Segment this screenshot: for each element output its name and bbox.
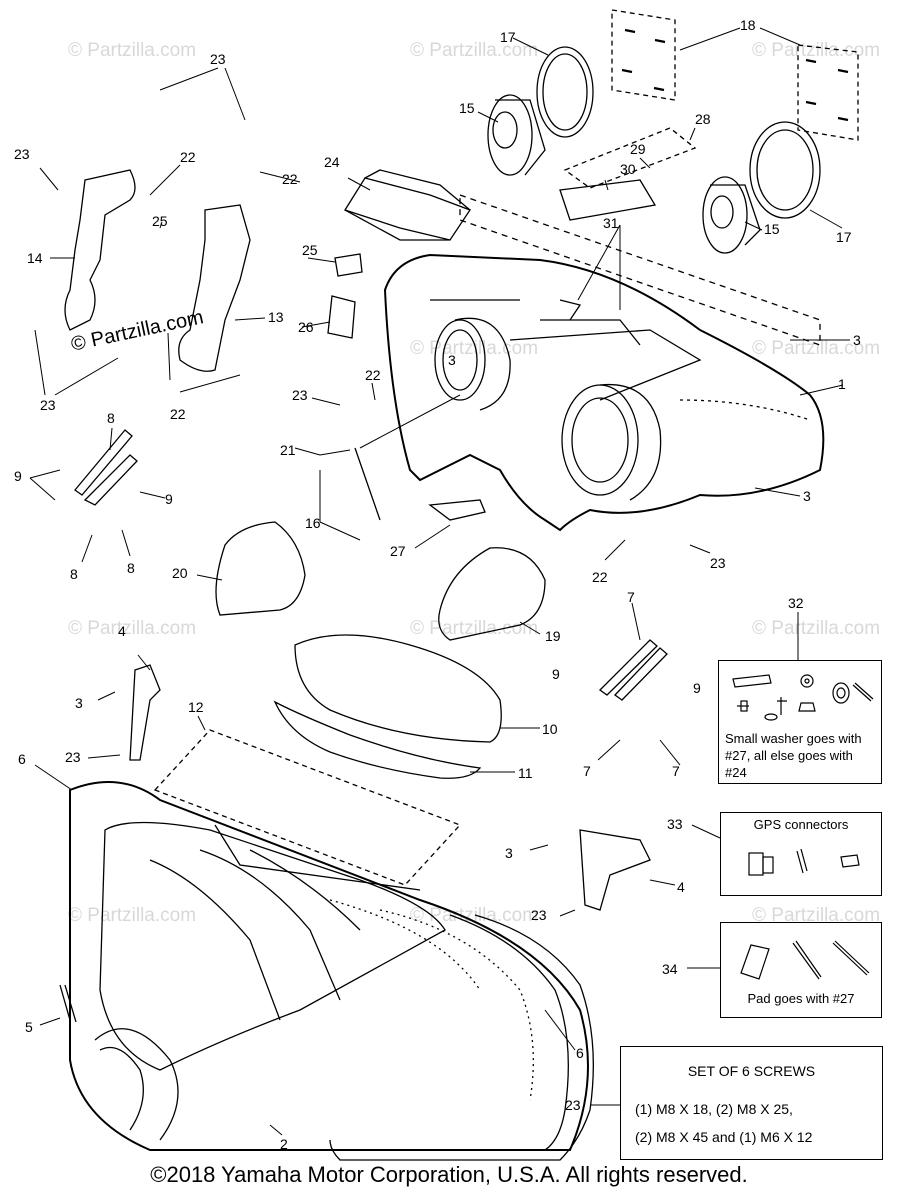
callout: 16 [305,515,321,531]
watermark: © Partzilla.com [410,338,539,359]
callout: 23 [210,51,226,67]
callout: 22 [282,171,298,187]
kit-box-32: Small washer goes with #27, all else goe… [718,660,882,784]
callout: 33 [667,816,683,832]
screw-set-title: SET OF 6 SCREWS [687,1063,816,1079]
callout: 15 [459,100,475,116]
callout: 15 [764,221,780,237]
kit-box-33: GPS connectors [720,812,882,896]
callout: 27 [390,543,406,559]
speaker-left [487,94,546,176]
callout: 9 [552,666,560,682]
callout: 18 [740,17,756,33]
watermark: © Partzilla.com [410,618,539,639]
front-fairing [59,781,594,1161]
callout: 23 [292,387,308,403]
callout: 3 [75,695,83,711]
kit-32-note: Small washer goes with #27, all else goe… [725,731,862,780]
callout: 29 [630,141,646,157]
callout: 24 [324,154,340,170]
callout: 9 [165,491,173,507]
watermark: © Partzilla.com [752,618,881,639]
screw-set-line2: (2) M8 X 45 and (1) M6 X 12 [635,1129,813,1145]
callout: 10 [542,721,558,737]
callout: 23 [565,1097,581,1113]
callout: 8 [127,560,135,576]
watermark: © Partzilla.com [68,905,197,926]
callout: 23 [40,397,56,413]
kit-32-parts [732,674,874,721]
callout: 2 [280,1136,288,1152]
callout: 3 [803,488,811,504]
callout: 8 [107,410,115,426]
callout: 3 [505,845,513,861]
callout: 30 [620,161,636,177]
bracket-14 [64,169,136,331]
callout: 4 [118,623,126,639]
callout: 21 [280,442,296,458]
callout: 9 [693,680,701,696]
watermark: © Partzilla.com [410,905,539,926]
watermark: © Partzilla.com [68,40,197,61]
callout: 7 [583,763,591,779]
callout: 22 [365,367,381,383]
callout: 23 [65,749,81,765]
watermark: © Partzilla.com [752,40,881,61]
callout: 5 [25,1019,33,1035]
kit-box-34: Pad goes with #27 [720,922,882,1018]
callout: 22 [180,149,196,165]
callout: 23 [14,146,30,162]
callout: 6 [576,1045,584,1061]
callout: 19 [545,628,561,644]
watermark: © Partzilla.com [752,338,881,359]
inner-fairing [383,253,825,532]
callout: 23 [531,907,547,923]
ring-left [536,46,594,138]
callout: 9 [14,468,22,484]
callout: 17 [500,29,516,45]
kit-34-parts [740,940,870,980]
callout: 11 [518,765,533,781]
callout: 8 [70,566,78,582]
callout: 14 [27,250,43,266]
callout: 3 [448,352,456,368]
callout: 23 [710,555,726,571]
screw-set-line1: (1) M8 X 18, (2) M8 X 25, [635,1101,793,1117]
callout: 3 [853,332,861,348]
callout: 25 [152,213,168,229]
callout: 4 [677,879,685,895]
callout: 22 [592,569,608,585]
kit-33-parts [748,848,860,876]
callout: 12 [188,699,204,715]
ring-right [749,121,821,219]
speaker-right [702,176,761,254]
copyright-footer: ©2018 Yamaha Motor Corporation, U.S.A. A… [150,1162,748,1187]
watermark: © Partzilla.com [68,618,197,639]
callout: 28 [695,111,711,127]
callout: 26 [298,319,314,335]
callout: 6 [18,751,26,767]
callout: 7 [672,763,680,779]
kit-33-title: GPS connectors [753,817,849,832]
callout: 13 [268,309,284,325]
callout: 31 [603,215,619,231]
callout: 25 [302,242,318,258]
callout: 20 [172,565,188,581]
callout: 7 [627,589,635,605]
storage-box [344,169,471,241]
bracket-13 [178,204,251,372]
callout: 34 [662,961,678,977]
callout: 1 [838,376,846,392]
callout: 17 [836,229,852,245]
kit-34-note: Pad goes with #27 [747,991,855,1006]
watermark: © Partzilla.com [410,40,539,61]
callout: 22 [170,406,186,422]
screw-set-box: SET OF 6 SCREWS (1) M8 X 18, (2) M8 X 25… [620,1046,883,1160]
watermark: © Partzilla.com [752,905,881,926]
callout: 32 [788,595,804,611]
